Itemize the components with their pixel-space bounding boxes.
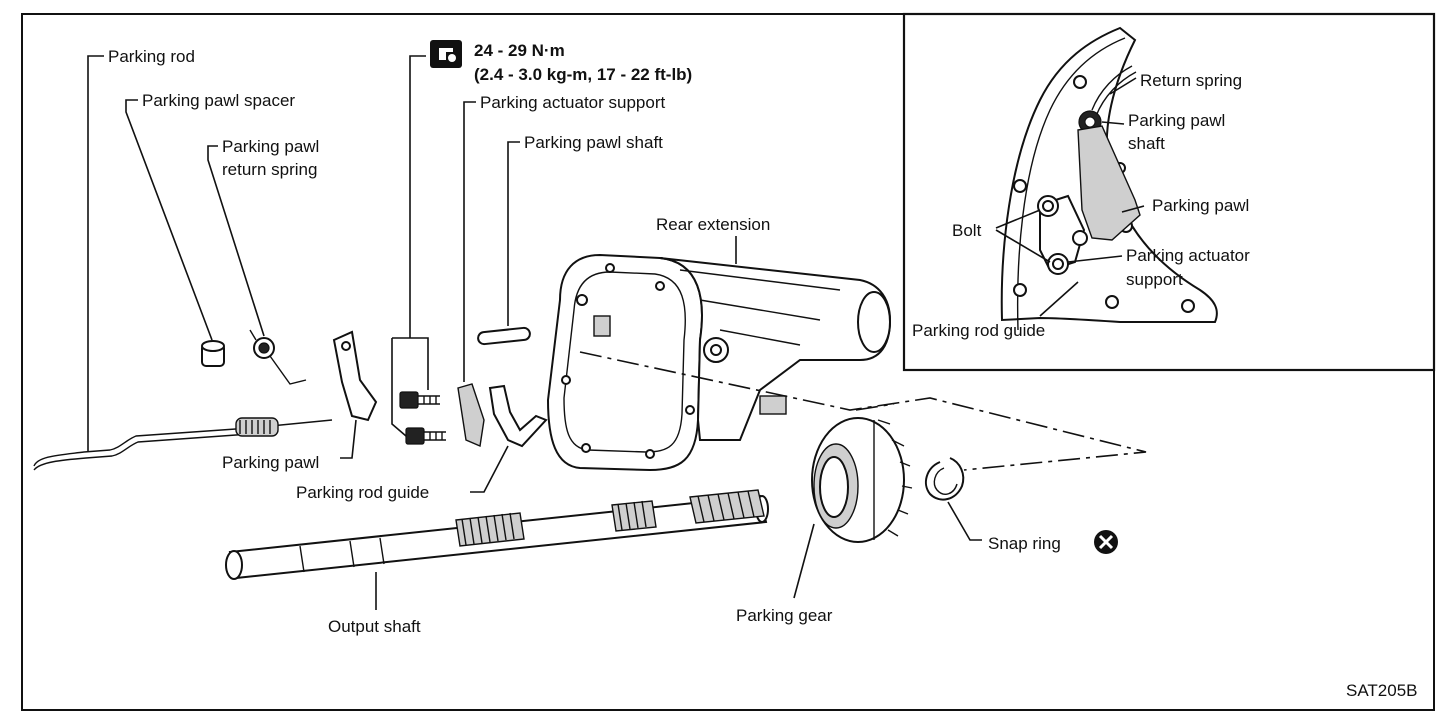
- torque-bracket-left: [391, 338, 407, 437]
- torque-wrench-icon: [430, 40, 462, 68]
- label-parking-gear: Parking gear: [736, 606, 833, 625]
- inset-label-rod-guide: Parking rod guide: [912, 321, 1045, 340]
- label-parking-rod-guide: Parking rod guide: [296, 483, 429, 502]
- parking-pawl-shaft-part: [477, 326, 531, 346]
- leader-lines: [87, 55, 1147, 610]
- label-output-shaft: Output shaft: [328, 617, 421, 636]
- inset-hole: [1073, 75, 1087, 89]
- parking-rod-shadow: [33, 433, 251, 471]
- label-rear-extension: Rear extension: [656, 215, 770, 234]
- inset-panel: Return spring Parking pawl shaft Parking…: [902, 12, 1436, 372]
- rear-extension-hole: [685, 405, 695, 415]
- rear-extension-hole: [581, 443, 591, 453]
- rear-extension-hole: [576, 294, 588, 306]
- inset-case-edge: [1016, 37, 1126, 331]
- parking-actuator-support-part: [457, 383, 485, 447]
- torque-line-2: (2.4 - 3.0 kg-m, 17 - 22 ft-lb): [474, 65, 692, 84]
- label-return-spring-2: return spring: [222, 160, 317, 179]
- rear-extension-hole: [605, 263, 615, 273]
- label-parking-pawl-spacer: Parking pawl spacer: [142, 91, 295, 110]
- bolt-lower: [405, 427, 446, 445]
- parking-pawl-hole: [341, 341, 351, 351]
- label-parking-pawl-shaft: Parking pawl shaft: [524, 133, 663, 152]
- inset-hole: [1181, 299, 1195, 313]
- inset-hole: [1105, 295, 1119, 309]
- parking-pawl-part: [332, 330, 378, 422]
- inset-leader: [1121, 205, 1145, 213]
- inset-hole: [1013, 283, 1027, 297]
- label-parking-pawl: Parking pawl: [222, 453, 319, 472]
- rear-extension-tail: [857, 291, 891, 353]
- figure-code: SAT205B: [1346, 681, 1418, 700]
- rear-extension-port: [593, 315, 611, 337]
- replace-x-icon: [1094, 530, 1118, 554]
- snap-ring: [924, 457, 965, 501]
- rear-extension-pad: [759, 395, 787, 415]
- rear-extension-boss-inner: [710, 344, 722, 356]
- inset-label-pawl-shaft-1: Parking pawl: [1128, 111, 1225, 130]
- rear-extension-rib: [679, 269, 841, 346]
- inset-leader: [1067, 255, 1123, 263]
- inset-pawl-shaft-inner: [1084, 116, 1096, 128]
- torque-bracket: [392, 337, 429, 390]
- label-parking-actuator-support: Parking actuator support: [480, 93, 665, 112]
- parking-pawl-return-spring: [249, 329, 307, 385]
- inset-label-actuator-support-2: support: [1126, 270, 1183, 289]
- label-parking-rod: Parking rod: [108, 47, 195, 66]
- rear-extension-flange-inner: [563, 271, 687, 453]
- inset-leader: [995, 209, 1041, 229]
- inset-leader: [995, 229, 1051, 263]
- inset-leader: [1039, 281, 1079, 317]
- inset-pin: [1072, 230, 1088, 246]
- inset-label-parking-pawl: Parking pawl: [1152, 196, 1249, 215]
- parking-gear: [811, 417, 913, 543]
- parking-pawl-spacer-top: [201, 340, 225, 352]
- inset-label-actuator-support-1: Parking actuator: [1126, 246, 1250, 265]
- inset-return-spring: [1091, 65, 1137, 117]
- rear-extension-flange: [546, 253, 703, 472]
- output-shaft: [225, 489, 769, 580]
- inset-bolt-lower-inner: [1052, 258, 1064, 270]
- inset-label-return-spring: Return spring: [1140, 71, 1242, 90]
- inset-leader: [1101, 121, 1125, 125]
- rear-extension-hole: [655, 281, 665, 291]
- rear-extension-hole: [561, 375, 571, 385]
- inset-label-pawl-shaft-2: shaft: [1128, 134, 1165, 153]
- label-snap-ring: Snap ring: [988, 534, 1061, 553]
- parking-rod-guide-part: [488, 384, 548, 448]
- inset-bolt-upper-inner: [1042, 200, 1054, 212]
- parking-rod-spring: [235, 417, 279, 437]
- inset-leader: [1109, 77, 1137, 95]
- torque-line-1: 24 - 29 N·m: [474, 41, 565, 60]
- inset-label-bolt: Bolt: [952, 221, 982, 240]
- rear-extension-housing: [546, 253, 892, 472]
- inset-hole: [1013, 179, 1027, 193]
- rear-extension-hole: [645, 449, 655, 459]
- label-return-spring-1: Parking pawl: [222, 137, 319, 156]
- parking-rod: [33, 419, 333, 467]
- bolt-upper: [399, 391, 440, 409]
